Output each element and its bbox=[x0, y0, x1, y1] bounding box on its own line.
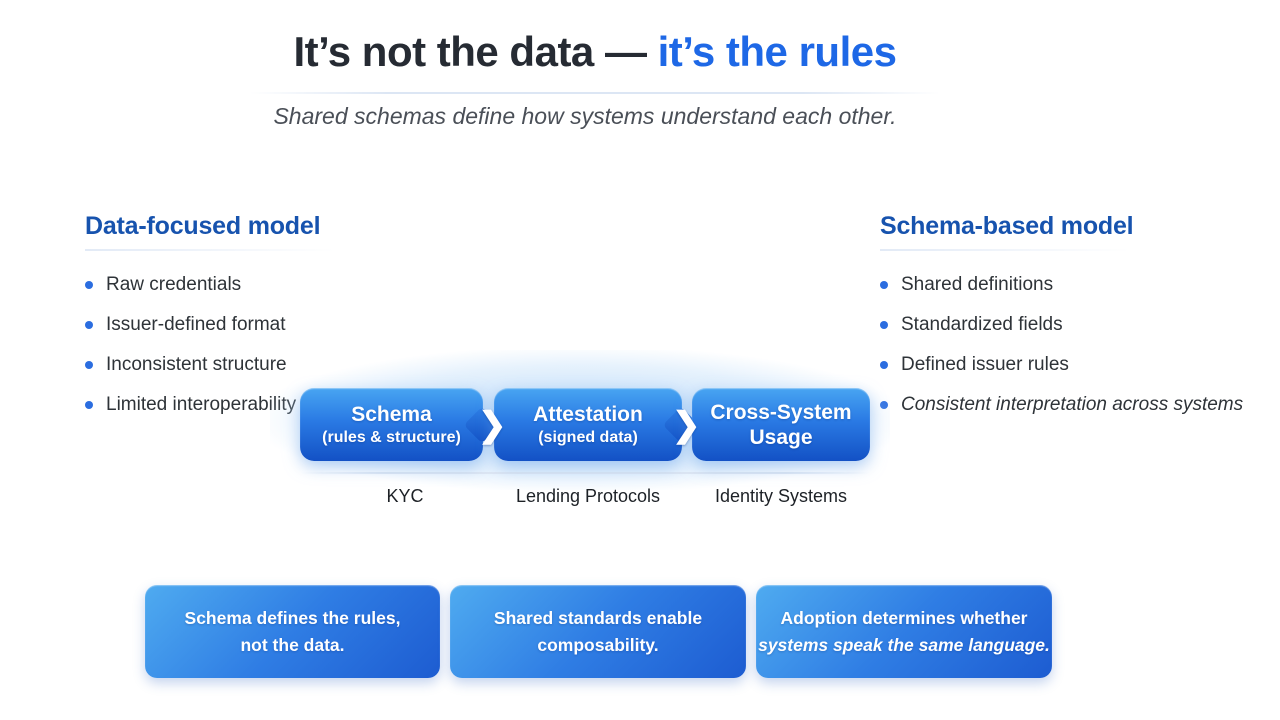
flow-step-cross-system-usage: Cross-System Usage bbox=[692, 388, 870, 461]
list-item-label: Defined issuer rules bbox=[901, 354, 1069, 375]
list-item-label: Standardized fields bbox=[901, 314, 1063, 335]
list-item: Defined issuer rules bbox=[880, 345, 1280, 385]
takeaway-card-schema-rules: Schema defines the rules, not the data. bbox=[145, 585, 440, 678]
heading-divider bbox=[880, 249, 1130, 251]
takeaway-line: not the data. bbox=[240, 634, 345, 655]
list-item-label: Issuer-defined format bbox=[106, 314, 286, 335]
flow-step-title: Attestation bbox=[533, 402, 643, 426]
list-item: Issuer-defined format bbox=[85, 305, 485, 345]
list-item: Inconsistent structure bbox=[85, 345, 485, 385]
takeaway-line: composability. bbox=[537, 634, 659, 655]
bullet-icon bbox=[85, 281, 93, 289]
page-title-accent: it’s the rules bbox=[657, 28, 897, 75]
chevron-right-icon: ❯ bbox=[672, 406, 701, 444]
schema-based-heading: Schema-based model bbox=[880, 212, 1134, 240]
chevron-right-icon: ❯ bbox=[478, 406, 507, 444]
list-item-label: Consistent interpretation across systems bbox=[901, 394, 1244, 415]
schema-based-list: Shared definitions Standardized fields D… bbox=[880, 265, 1280, 425]
bullet-icon bbox=[880, 321, 888, 329]
flow-step-title: Schema bbox=[351, 402, 432, 426]
list-item-label: Raw credentials bbox=[106, 274, 242, 295]
flow-step-title: Cross-System bbox=[710, 400, 852, 424]
bullet-icon bbox=[85, 321, 93, 329]
heading-divider bbox=[85, 249, 335, 251]
list-item: Standardized fields bbox=[880, 305, 1280, 345]
flow-step-schema: Schema (rules & structure) bbox=[300, 388, 501, 461]
takeaway-line: Adoption determines whether bbox=[780, 607, 1028, 628]
data-focused-heading: Data-focused model bbox=[85, 212, 321, 240]
bullet-icon bbox=[85, 401, 93, 409]
takeaway-card-composability: Shared standards enable composability. bbox=[450, 585, 746, 678]
takeaway-card-adoption: Adoption determines whether systems spea… bbox=[756, 585, 1052, 678]
flow-divider bbox=[300, 472, 870, 474]
page-title: It’s not the data — it’s the rules bbox=[0, 28, 1190, 76]
bullet-icon bbox=[85, 361, 93, 369]
takeaway-line: systems speak the same language. bbox=[758, 634, 1050, 655]
takeaway-line: Schema defines the rules, bbox=[184, 607, 401, 628]
list-item-label: Shared definitions bbox=[901, 274, 1054, 295]
flow-step-attestation: Attestation (signed data) bbox=[494, 388, 700, 461]
subtitle: Shared schemas define how systems unders… bbox=[273, 103, 897, 129]
data-focused-list: Raw credentials Issuer-defined format In… bbox=[85, 265, 485, 425]
bullet-icon bbox=[880, 281, 888, 289]
list-item-label: Limited interoperability bbox=[106, 394, 297, 415]
list-item: Raw credentials bbox=[85, 265, 485, 305]
flow-label-lending-protocols: Lending Protocols bbox=[515, 486, 661, 506]
list-item: Shared definitions bbox=[880, 265, 1280, 305]
data-focused-panel: Data-focused model Raw credentials Issue… bbox=[85, 212, 485, 425]
flow-step-title: Usage bbox=[749, 425, 813, 449]
schema-based-panel: Schema-based model Shared definitions St… bbox=[880, 212, 1280, 425]
list-item-label: Inconsistent structure bbox=[106, 354, 287, 375]
list-item: Limited interoperability bbox=[85, 385, 485, 425]
takeaway-line: Shared standards enable bbox=[493, 607, 703, 628]
title-divider bbox=[250, 92, 940, 94]
flow-label-kyc: KYC bbox=[386, 486, 424, 506]
flow-label-identity-systems: Identity Systems bbox=[714, 486, 848, 506]
flow-step-subtitle: (rules & structure) bbox=[322, 428, 461, 446]
flow-step-subtitle: (signed data) bbox=[538, 428, 638, 446]
list-item: Consistent interpretation across systems bbox=[880, 385, 1280, 425]
page-title-dark: It’s not the data — bbox=[293, 28, 658, 75]
